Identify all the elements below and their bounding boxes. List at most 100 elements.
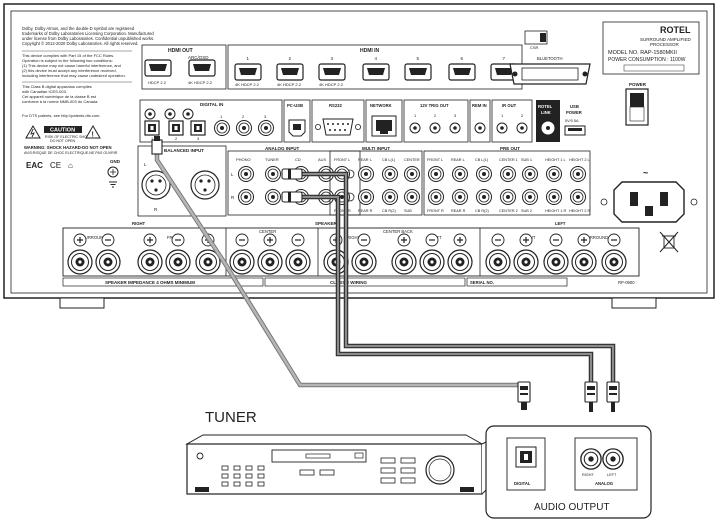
- multi-input-jack[interactable]: [404, 166, 420, 182]
- speaker-binding-post[interactable]: [447, 249, 473, 275]
- speaker-binding-post[interactable]: [257, 249, 283, 275]
- speaker-binding-post[interactable]: [571, 249, 597, 275]
- pre-out-channel-label: HEIGHT 1 R: [545, 209, 566, 213]
- hdmi-in-label: HDMI IN: [360, 48, 380, 54]
- analog-input-name: AUX: [318, 157, 327, 162]
- multi-input-channel-label: SUB: [404, 209, 412, 213]
- phono-l-jack[interactable]: [238, 166, 254, 182]
- pre-out-jack[interactable]: [522, 166, 538, 182]
- pre-out-jack[interactable]: [428, 166, 444, 182]
- canada-line: with Canadian ICES-003.: [22, 89, 67, 94]
- fcc-line: (1) This device may not cause harmful in…: [22, 63, 121, 68]
- tuner-tuning-knob[interactable]: [425, 455, 455, 485]
- weee-bin-icon: [659, 231, 679, 253]
- speaker-group-label: CENTER BACK: [383, 229, 413, 234]
- plus-polarity-icon: [143, 233, 157, 247]
- analog-input-name: TUNER: [265, 157, 279, 162]
- multi-input-channel-label: FRONT R: [334, 209, 351, 213]
- multi-input-jack[interactable]: [404, 189, 420, 205]
- hdmi-in-port-1[interactable]: [234, 63, 262, 81]
- multi-input-jack[interactable]: [358, 189, 374, 205]
- balanced-input-section: BALANCED INPUT L R: [137, 145, 227, 217]
- speaker-binding-post[interactable]: [137, 249, 163, 275]
- ir-out-jack-1[interactable]: [496, 122, 508, 134]
- pre-out-jack[interactable]: [476, 189, 492, 205]
- svg-text:!: !: [92, 132, 94, 139]
- optical-in-port-1[interactable]: [144, 120, 160, 136]
- speaker-binding-post[interactable]: [285, 249, 311, 275]
- hdmi-in-port-3[interactable]: [318, 63, 346, 81]
- pre-out-jack[interactable]: [476, 166, 492, 182]
- tuner-analog-right-out[interactable]: [580, 448, 602, 470]
- pre-out-jack[interactable]: [452, 189, 468, 205]
- tuner-power-button[interactable]: [196, 452, 204, 460]
- hdmi-out-port-1[interactable]: [144, 59, 172, 77]
- speaker-binding-post[interactable]: [95, 249, 121, 275]
- digital-coax-jack[interactable]: [144, 108, 156, 120]
- rotel-link-label: ROTEL: [538, 104, 553, 109]
- digital-coax-jack[interactable]: [182, 108, 194, 120]
- trig-out-jack-1[interactable]: [409, 122, 421, 134]
- phono-r-jack[interactable]: [238, 189, 254, 205]
- pre-out-jack[interactable]: [546, 166, 562, 182]
- pre-out-jack[interactable]: [570, 166, 586, 182]
- speaker-binding-post[interactable]: [391, 249, 417, 275]
- hdmi-in-port-5[interactable]: [404, 63, 432, 81]
- tuner-right-label: RIGHT: [582, 473, 594, 477]
- pre-out-jack[interactable]: [500, 166, 516, 182]
- speaker-binding-post[interactable]: [543, 249, 569, 275]
- analog-input-label: ANALOG INPUT: [265, 146, 300, 151]
- optical-in-port-2[interactable]: [168, 120, 184, 136]
- multi-input-jack[interactable]: [358, 166, 374, 182]
- tuner-r-jack[interactable]: [265, 189, 281, 205]
- pre-out-jack[interactable]: [546, 189, 562, 205]
- multi-input-jack[interactable]: [382, 166, 398, 182]
- minus-polarity-icon: [235, 233, 249, 247]
- pre-out-jack[interactable]: [570, 189, 586, 205]
- minus-polarity-icon: [101, 233, 115, 247]
- trig-out-jack-2[interactable]: [429, 122, 441, 134]
- speaker-binding-post[interactable]: [419, 249, 445, 275]
- rem-in-jack[interactable]: [474, 122, 486, 134]
- hdmi-out-port-2[interactable]: [188, 59, 216, 77]
- hdmi-in-port-2[interactable]: [276, 63, 304, 81]
- analog-row-label: R: [231, 195, 235, 200]
- minus-polarity-icon: [425, 233, 439, 247]
- speaker-binding-post[interactable]: [485, 249, 511, 275]
- hdmi-in-port-4[interactable]: [362, 63, 390, 81]
- speaker-binding-post[interactable]: [165, 249, 191, 275]
- speaker-binding-post[interactable]: [351, 249, 377, 275]
- tuner-left-label: LEFT: [607, 473, 617, 477]
- ir-number: 2: [521, 113, 524, 118]
- pre-out-channel-label: FRONT L: [427, 158, 443, 162]
- pre-out-jack[interactable]: [428, 189, 444, 205]
- pre-out-channel-label: HEIGHT 2 R: [569, 209, 590, 213]
- speaker-binding-post[interactable]: [229, 249, 255, 275]
- eac-mark-icon: EAC: [26, 161, 43, 170]
- trig-number: 2: [434, 113, 437, 118]
- pre-out-jack[interactable]: [500, 189, 516, 205]
- coax-in-jack-2[interactable]: [236, 120, 252, 136]
- speaker-binding-post[interactable]: [67, 249, 93, 275]
- trig-out-jack-3[interactable]: [449, 122, 461, 134]
- ir-out-jack-2[interactable]: [516, 122, 528, 134]
- optical-in-port-3[interactable]: [190, 120, 206, 136]
- pre-out-jack[interactable]: [522, 189, 538, 205]
- speaker-binding-post[interactable]: [601, 249, 627, 275]
- caution-line: RISK OF ELECTRIC SHOCK: [45, 135, 93, 139]
- minus-polarity-icon: [291, 233, 305, 247]
- rs232-port[interactable]: [322, 118, 354, 136]
- multi-input-jack[interactable]: [382, 189, 398, 205]
- pre-out-jack[interactable]: [452, 166, 468, 182]
- tuner-analog-left-out[interactable]: [602, 448, 624, 470]
- hdmi-in-port-6[interactable]: [448, 63, 476, 81]
- coax-in-jack-1[interactable]: [214, 120, 230, 136]
- tuner-l-jack[interactable]: [265, 166, 281, 182]
- hdmi-in-number: 4: [375, 56, 378, 61]
- speaker-binding-post[interactable]: [513, 249, 539, 275]
- coax-in-jack-3[interactable]: [258, 120, 274, 136]
- digital-coax-jack[interactable]: [164, 108, 176, 120]
- digital-in-label: DIGITAL IN: [200, 102, 223, 107]
- hdmi-in-hdcp-label: 4K HDCP 2.2: [235, 82, 260, 87]
